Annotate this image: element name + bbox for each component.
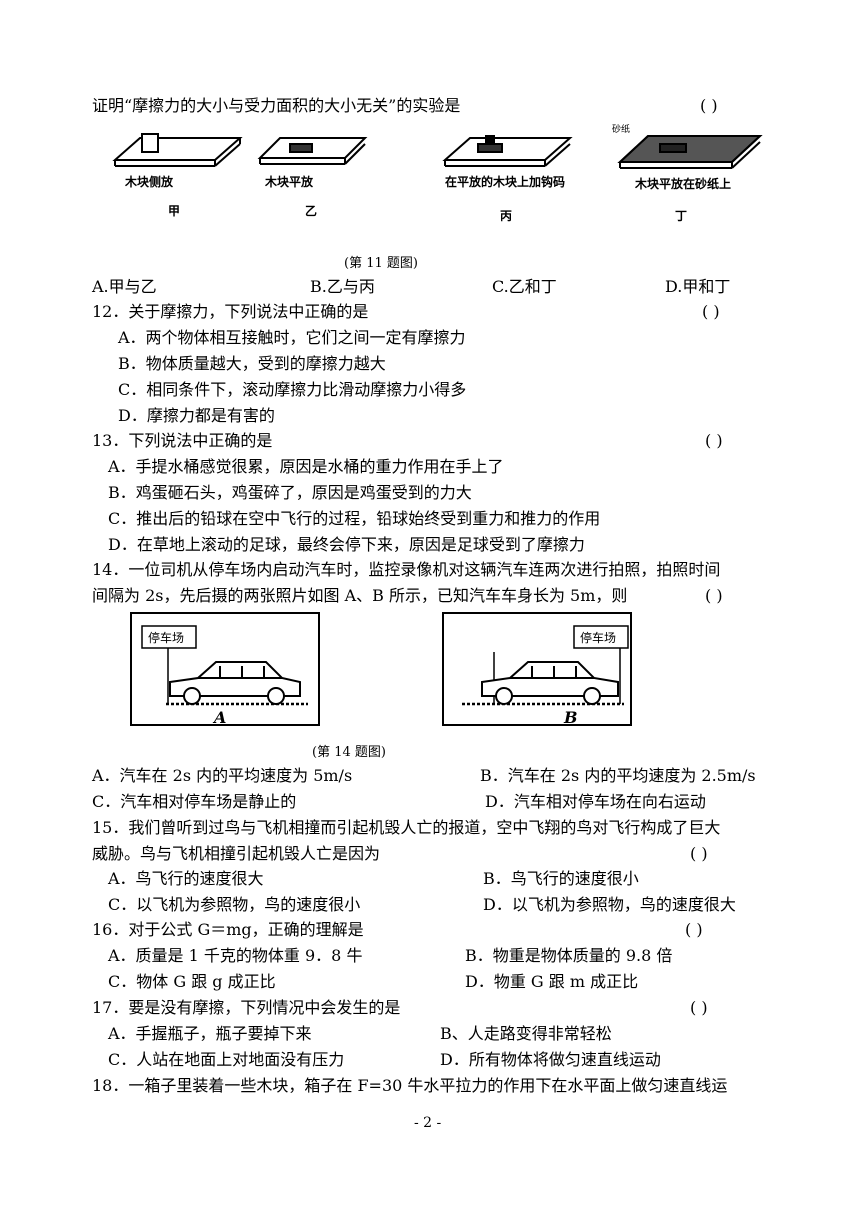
q11-fig-label: 木块平放在砂纸上 bbox=[634, 176, 731, 191]
q11-fig-sublabel: 乙 bbox=[305, 204, 317, 218]
q14-panel-b-label: B bbox=[563, 708, 578, 727]
q14-panel-a-label: A bbox=[212, 708, 226, 727]
q12-option-a: A．两个物体相互接触时，它们之间一定有摩擦力 bbox=[118, 328, 466, 347]
q11-option-b: B.乙与丙 bbox=[310, 277, 375, 296]
q16-option-d: D．物重 G 跟 m 成正比 bbox=[465, 972, 639, 991]
q12-option-b: B．物体质量越大，受到的摩擦力越大 bbox=[118, 354, 386, 373]
q12-paren: ( ) bbox=[702, 302, 720, 321]
q17-paren: ( ) bbox=[690, 998, 708, 1017]
q12-option-c: C．相同条件下，滚动摩擦力比滑动摩擦力小得多 bbox=[118, 380, 467, 399]
q11-paren: ( ) bbox=[700, 96, 718, 115]
q11-fig-sublabel: 丙 bbox=[500, 209, 512, 223]
q15-stem-line2: 威胁。鸟与飞机相撞引起机毁人亡是因为 bbox=[92, 844, 381, 863]
q15-option-c: C．以飞机为参照物，鸟的速度很小 bbox=[108, 895, 361, 914]
q14-option-c: C．汽车相对停车场是静止的 bbox=[92, 792, 297, 811]
q11-fig-label: 在平放的木块上加钩码 bbox=[445, 174, 565, 189]
q12-option-d: D．摩擦力都是有害的 bbox=[118, 406, 275, 425]
q14-caption: (第 14 题图) bbox=[312, 745, 386, 760]
q12-stem: 12．关于摩擦力，下列说法中正确的是 bbox=[92, 302, 369, 321]
q16-option-a: A．质量是 1 千克的物体重 9．8 牛 bbox=[108, 946, 363, 965]
q11-fig-label: 木块平放 bbox=[264, 174, 314, 189]
page-number: - 2 - bbox=[414, 1115, 442, 1131]
q14-photo-b: 停车场 B bbox=[442, 612, 632, 727]
q14-stem-line2: 间隔为 2s，先后摄的两张照片如图 A、B 所示，已知汽车车身长为 5m，则 bbox=[92, 586, 628, 605]
q11-fig-sublabel: 丁 bbox=[675, 209, 687, 223]
q16-paren: ( ) bbox=[685, 920, 703, 939]
q18-stem: 18．一箱子里装着一些木块，箱子在 F=30 牛水平拉力的作用下在水平面上做匀速… bbox=[92, 1076, 728, 1095]
q11-caption: (第 11 题图) bbox=[344, 256, 418, 271]
q13-option-d: D．在草地上滚动的足球，最终会停下来，原因是足球受到了摩擦力 bbox=[108, 535, 585, 554]
q11-fig-tag: 砂纸 bbox=[612, 123, 630, 135]
q11-stem: 证明“摩擦力的大小与受力面积的大小无关”的实验是 bbox=[92, 96, 461, 115]
q15-option-a: A．鸟飞行的速度很大 bbox=[108, 869, 264, 888]
q14-paren: ( ) bbox=[705, 586, 723, 605]
q11-option-a: A.甲与乙 bbox=[92, 277, 157, 296]
q11-option-c: C.乙和丁 bbox=[492, 277, 557, 296]
q14-option-a: A．汽车在 2s 内的平均速度为 5m/s bbox=[92, 766, 353, 785]
q11-fig-sublabel: 甲 bbox=[168, 204, 180, 218]
q13-paren: ( ) bbox=[705, 431, 723, 450]
q11-option-d: D.甲和丁 bbox=[665, 277, 731, 296]
q15-option-b: B．鸟飞行的速度很小 bbox=[483, 869, 639, 888]
q15-paren: ( ) bbox=[690, 844, 708, 863]
q17-option-c: C．人站在地面上对地面没有压力 bbox=[108, 1050, 345, 1069]
q15-stem-line1: 15．我们曾听到过鸟与飞机相撞而引起机毁人亡的报道，空中飞翔的鸟对飞行构成了巨大 bbox=[92, 818, 721, 837]
q15-option-d: D．以飞机为参照物，鸟的速度很大 bbox=[483, 895, 736, 914]
q16-stem: 16．对于公式 G＝mg，正确的理解是 bbox=[92, 920, 364, 939]
q17-stem: 17．要是没有摩擦，下列情况中会发生的是 bbox=[92, 998, 401, 1017]
q14-option-b: B．汽车在 2s 内的平均速度为 2.5m/s bbox=[480, 766, 756, 785]
q16-option-b: B．物重是物体质量的 9.8 倍 bbox=[465, 946, 673, 965]
q14-sign-a: 停车场 bbox=[148, 630, 184, 645]
q17-option-a: A．手握瓶子，瓶子要掉下来 bbox=[108, 1024, 312, 1043]
q17-option-b: B、人走路变得非常轻松 bbox=[440, 1024, 612, 1043]
q17-option-d: D．所有物体将做匀速直线运动 bbox=[440, 1050, 661, 1069]
q11-fig-label: 木块侧放 bbox=[124, 174, 174, 189]
q14-option-d: D．汽车相对停车场在向右运动 bbox=[485, 792, 706, 811]
q11-figure: 砂纸 木块侧放 木块平放 在平放的木块上加钩码 木块平放在砂纸上 甲 乙 丙 丁 bbox=[112, 123, 763, 223]
q14-stem-line1: 14．一位司机从停车场内启动汽车时，监控录像机对这辆汽车连两次进行拍照，拍照时间 bbox=[92, 560, 721, 579]
q13-option-a: A．手提水桶感觉很累，原因是水桶的重力作用在手上了 bbox=[108, 457, 504, 476]
q13-option-b: B．鸡蛋砸石头，鸡蛋碎了，原因是鸡蛋受到的力大 bbox=[108, 483, 472, 502]
q14-photo-a: 停车场 A bbox=[130, 612, 320, 727]
q13-option-c: C．推出后的铅球在空中飞行的过程，铅球始终受到重力和推力的作用 bbox=[108, 509, 601, 528]
q14-sign-b: 停车场 bbox=[580, 630, 616, 645]
q13-stem: 13．下列说法中正确的是 bbox=[92, 431, 273, 450]
q16-option-c: C．物体 G 跟 g 成正比 bbox=[108, 972, 276, 991]
